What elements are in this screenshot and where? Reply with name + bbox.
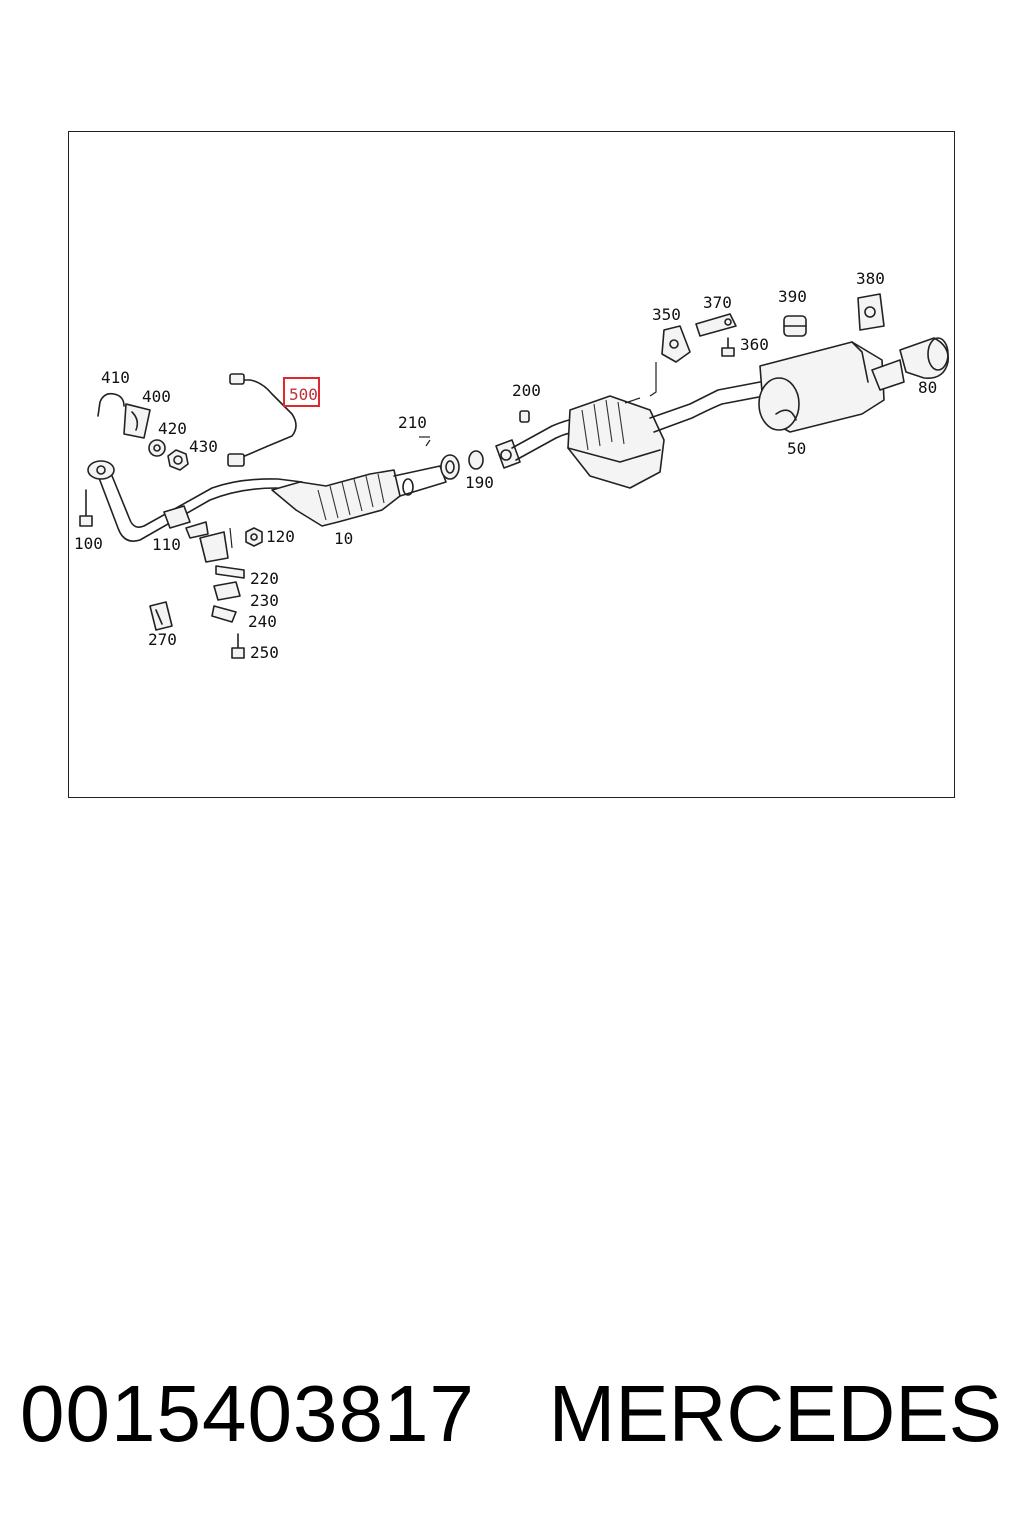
clamp-400 [123,403,151,439]
bolt-250 [231,633,245,659]
u-bolt-410 [97,392,125,417]
bracket-clip [185,521,233,563]
rear-pipe [649,381,765,433]
label-370: 370 [703,293,732,312]
pipe-flange-200 [495,410,530,469]
label-120: 120 [266,527,295,546]
footer: 0015403817 MERCEDES [0,1368,1024,1478]
label-500[interactable]: 500 [289,385,318,404]
nut-430 [167,449,189,471]
label-410: 410 [101,368,130,387]
label-400: 400 [142,387,171,406]
label-220: 220 [250,569,279,588]
bracket-370 [695,313,737,337]
label-50: 50 [787,439,806,458]
label-240: 240 [248,612,277,631]
part-number: 0015403817 [20,1369,475,1458]
label-430: 430 [189,437,218,456]
nut-120 [245,527,263,547]
oxygen-sensor-500 [227,373,297,467]
label-420: 420 [158,419,187,438]
label-110: 110 [152,535,181,554]
bolt-100 [79,489,93,527]
label-10: 10 [334,529,353,548]
label-200: 200 [512,381,541,400]
part-270 [149,601,173,631]
bolt-360 [721,337,735,357]
label-270: 270 [148,630,177,649]
label-80: 80 [918,378,937,397]
label-390: 390 [778,287,807,306]
front-pipe [87,460,303,542]
rubber-mount-390 [783,315,807,337]
label-250: 250 [250,643,279,662]
label-100: 100 [74,534,103,553]
label-210: 210 [398,413,427,432]
part-240 [211,605,237,623]
label-230: 230 [250,591,279,610]
label-350: 350 [652,305,681,324]
part-220 [215,565,245,579]
brand-name: MERCEDES [548,1369,1002,1458]
label-190: 190 [465,473,494,492]
hanger-380 [857,293,885,331]
catalytic-converter [271,465,447,527]
manifold-flange [87,460,115,480]
hanger-350 [649,325,691,397]
label-380: 380 [856,269,885,288]
tailpipe-tip [899,337,950,379]
rear-muffler [758,341,905,433]
pipe-gasket-190 [440,450,484,480]
label-360: 360 [740,335,769,354]
bracket-110 [163,505,191,529]
highlight-box-500 [283,377,320,407]
part-230 [213,581,241,601]
washer-420 [148,439,166,457]
center-muffler [567,395,665,489]
